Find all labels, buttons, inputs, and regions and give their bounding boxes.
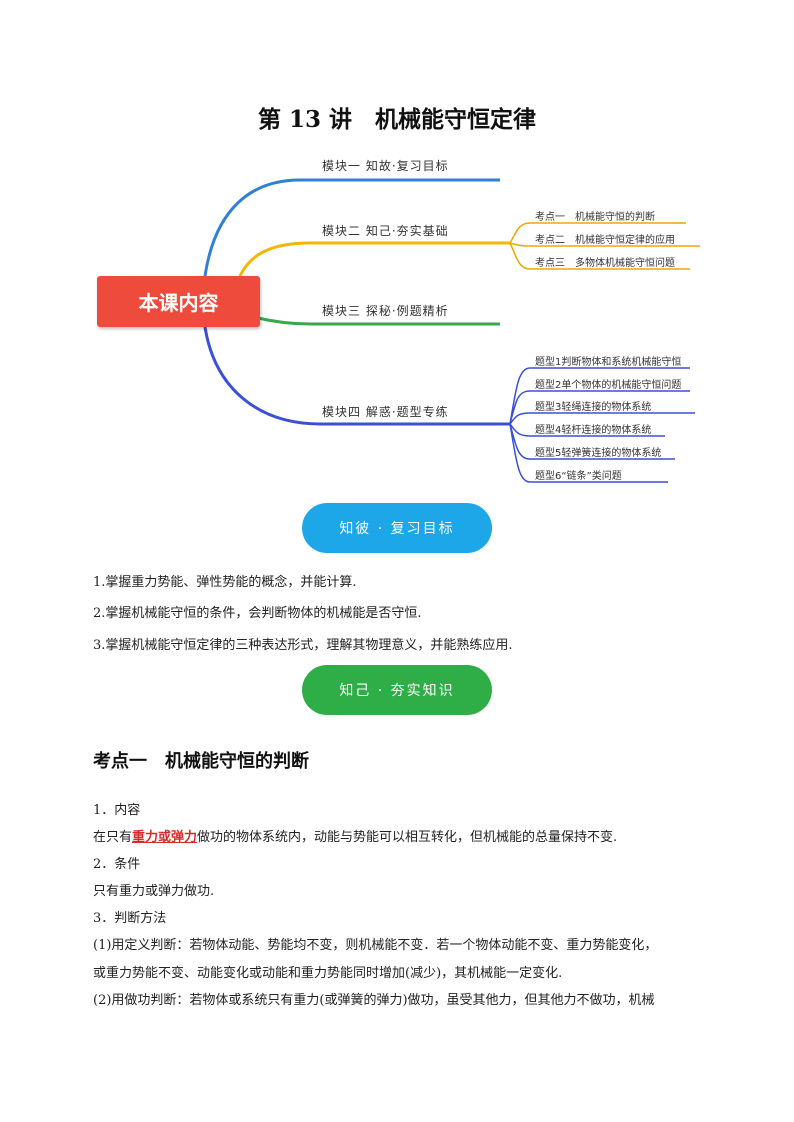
branch-1-connector bbox=[203, 178, 500, 277]
leaf-connector-2-2 bbox=[509, 242, 700, 247]
leaf-connector-2-3 bbox=[509, 242, 690, 270]
leaf-4-1: 题型1判断物体和系统机械能守恒 bbox=[535, 357, 682, 368]
leaf-4-2: 题型2单个物体的机械能守恒问题 bbox=[535, 380, 682, 391]
leaf-4-5: 题型5轻弹簧连接的物体系统 bbox=[535, 448, 662, 459]
leaf-4-4: 题型4轻杆连接的物体系统 bbox=[535, 425, 652, 436]
goal-3: 3.掌握机械能守恒定律的三种表达形式，理解其物理意义，并能熟练应用. bbox=[93, 638, 513, 653]
method-2a: (2)用做功判断：若物体或系统只有重力(或弹簧的弹力)做功，虽受其他力，但其他力… bbox=[93, 993, 655, 1008]
leaf-connector-4-3 bbox=[509, 412, 695, 425]
branch-3-label: 模块三 探秘·例题精析 bbox=[322, 304, 449, 318]
method-title: 3．判断方法 bbox=[93, 911, 167, 926]
branch-2-label: 模块二 知己·夯实基础 bbox=[322, 224, 449, 238]
content-highlight: 重力或弹力 bbox=[132, 830, 198, 845]
branch-2-connector bbox=[238, 241, 510, 277]
content-pre: 在只有 bbox=[93, 830, 133, 845]
page-title: 第 13 讲 机械能守恒定律 bbox=[257, 106, 537, 133]
section-heading: 考点一 机械能守恒的判断 bbox=[93, 751, 309, 772]
content-paragraph: 在只有重力或弹力做功的物体系统内，动能与势能可以相互转化，但机械能的总量保持不变… bbox=[93, 826, 617, 845]
branch-1-label: 模块一 知故·复习目标 bbox=[322, 159, 449, 173]
method-1b: 或重力势能不变、动能变化或动能和重力势能同时增加(减少)，其机械能一定变化. bbox=[93, 966, 563, 981]
condition-text: 只有重力或弹力做功. bbox=[93, 884, 215, 899]
leaf-2-2: 考点二 机械能守恒定律的应用 bbox=[535, 235, 675, 246]
goal-2: 2.掌握机械能守恒的条件，会判断物体的机械能是否守恒. bbox=[93, 606, 422, 621]
mindmap-root: 本课内容 bbox=[97, 276, 260, 327]
foundation-pill: 知己 · 夯实知识 bbox=[302, 665, 492, 715]
mind-map bbox=[203, 178, 700, 483]
branch-4-connector bbox=[203, 326, 510, 426]
review-goals-pill: 知彼 · 复习目标 bbox=[302, 503, 492, 553]
leaf-connector-4-4 bbox=[509, 423, 665, 437]
leaf-connector-4-6 bbox=[509, 423, 668, 483]
leaf-connector-4-2 bbox=[509, 390, 690, 425]
leaf-connector-4-1 bbox=[509, 367, 690, 425]
branch-3-connector bbox=[257, 316, 500, 326]
branch-4-label: 模块四 解惑·题型专练 bbox=[322, 405, 449, 419]
goal-1: 1.掌握重力势能、弹性势能的概念，并能计算. bbox=[93, 575, 357, 590]
content-title: 1．内容 bbox=[93, 803, 141, 818]
leaf-4-6: 题型6“链条”类问题 bbox=[535, 471, 622, 482]
content-post: 做功的物体系统内，动能与势能可以相互转化，但机械能的总量保持不变. bbox=[197, 830, 618, 845]
condition-title: 2．条件 bbox=[93, 857, 141, 872]
leaf-connector-2-1 bbox=[509, 222, 686, 244]
method-1a: (1)用定义判断：若物体动能、势能均不变，则机械能不变．若一个物体动能不变、重力… bbox=[93, 938, 658, 953]
leaf-2-1: 考点一 机械能守恒的判断 bbox=[535, 212, 655, 223]
leaf-4-3: 题型3轻绳连接的物体系统 bbox=[535, 402, 652, 413]
leaf-2-3: 考点三 多物体机械能守恒问题 bbox=[535, 258, 675, 269]
